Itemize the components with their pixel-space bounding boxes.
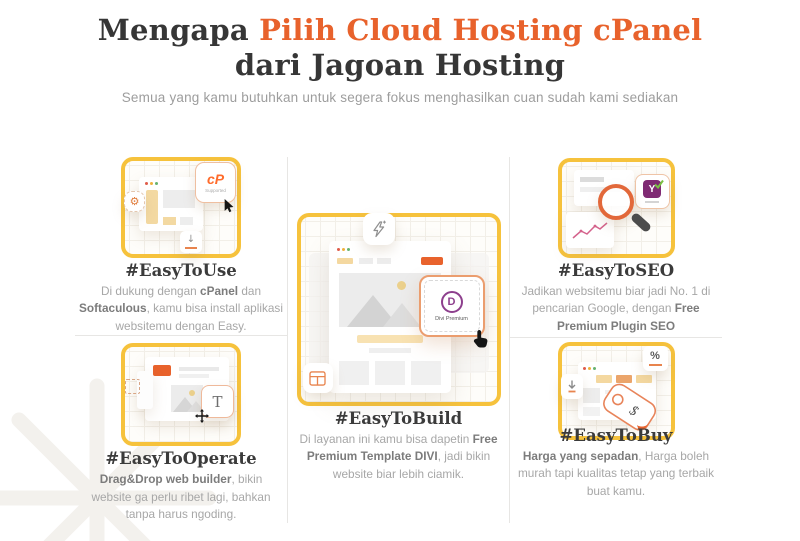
crop-icon [125, 379, 140, 395]
features-grid: ⚙ cP Supported ↓ #EasyToUse Di dukun [75, 157, 722, 523]
yoast-badge-label-bar [645, 201, 659, 203]
price-tag-icon: $ [602, 383, 656, 431]
sun-dot [396, 281, 406, 290]
gear-badge: ⚙ [124, 191, 145, 212]
percent-badge: % [642, 346, 668, 371]
card-title: #EasyToSEO [557, 261, 675, 280]
yoast-badge: Y [634, 174, 670, 209]
move-cursor-icon [195, 409, 209, 424]
content-block [163, 217, 176, 225]
easytoseo-illustration: Y [557, 158, 675, 258]
price-block [635, 375, 652, 383]
grid-block [410, 361, 441, 385]
browser-dots [336, 248, 350, 251]
left-column: ⚙ cP Supported ↓ #EasyToUse Di dukun [75, 157, 287, 523]
card-easytouse: ⚙ cP Supported ↓ #EasyToUse Di dukun [75, 157, 287, 337]
card-title: #EasyToBuild [334, 409, 463, 428]
text-line [579, 177, 604, 182]
sidebar-block [146, 190, 158, 224]
card-easytobuild: D Divi Premium #EasyToBuild Di layanan i… [288, 157, 509, 523]
percent-underline [648, 364, 662, 366]
headline-bar [356, 335, 423, 343]
grid-block [374, 361, 405, 385]
text-line [368, 348, 411, 353]
cursor-arrow-icon [224, 199, 234, 213]
card-title: #EasyToUse [125, 261, 237, 280]
divi-badge-label: Divi Premium [435, 315, 468, 322]
orange-button [153, 365, 171, 377]
card-description: Jadikan websitemu biar jadi No. 1 di pen… [521, 284, 711, 333]
download-underline [185, 247, 197, 249]
card-description: Di dukung dengan cPanel dan Softaculous,… [79, 284, 283, 333]
content-block [582, 388, 600, 403]
text-tool-badge: T [201, 385, 234, 419]
cpanel-badge-label: Supported [205, 188, 226, 193]
content-block [180, 217, 193, 225]
sun-dot [189, 390, 195, 397]
magnifier-handle [629, 211, 652, 234]
content-block [163, 190, 195, 208]
download-arrow-icon: ↓ [186, 234, 196, 245]
divi-logo: D [440, 290, 463, 313]
cta-block [420, 257, 443, 265]
card-description: Drag&Drop web builder, bikin website ga … [91, 472, 271, 522]
browser-mockup [139, 177, 203, 231]
text-tool-letter: T [212, 392, 223, 411]
divi-dashed-frame [423, 280, 480, 332]
text-line [179, 374, 209, 379]
browser-dots [582, 367, 596, 370]
card-title: #EasyToOperate [105, 449, 257, 469]
rank-chart-line [572, 222, 607, 239]
easytobuy-illustration: % $ [557, 342, 675, 440]
card-description: Harga yang sepadan, Harga boleh murah ta… [517, 449, 715, 498]
text-line [579, 187, 620, 192]
magnifier-lens [597, 184, 634, 220]
price-block [595, 375, 612, 383]
nav-block [376, 258, 391, 264]
table-icon [309, 370, 326, 386]
mountain-shape [382, 300, 421, 327]
image-placeholder [171, 385, 203, 413]
percent-icon: % [650, 350, 660, 362]
hand-cursor-icon [473, 330, 487, 348]
card-title: #EasyToBuy [559, 426, 673, 445]
right-column: Y #EasyToSEO Jadikan websitemu biar jadi… [510, 157, 722, 523]
grid-block [338, 361, 369, 385]
lightning-icon [372, 220, 386, 238]
cpanel-logo: cP [206, 171, 225, 187]
card-easytobuy: % $ [510, 338, 722, 523]
page-subtitle: Semua yang kamu butuhkan untuk segera fo… [121, 90, 679, 105]
gear-icon: ⚙ [129, 195, 140, 208]
easytooperate-illustration: T [121, 343, 241, 447]
yoast-check-icon [653, 179, 664, 189]
text-line [179, 367, 219, 372]
nav-block [358, 258, 373, 264]
cpanel-badge: cP Supported [195, 162, 236, 203]
card-description: Di layanan ini kamu bisa dapetin Free Pr… [299, 432, 498, 481]
content-block [582, 407, 600, 416]
card-easytooperate: T #EasyToOperate Drag&Drop web builder, … [75, 336, 287, 523]
side-panel [137, 371, 153, 410]
center-column: D Divi Premium #EasyToBuild Di layanan i… [287, 157, 510, 523]
yoast-logo: Y [643, 180, 661, 198]
card-easytoseo: Y #EasyToSEO Jadikan websitemu biar jadi… [510, 157, 722, 338]
nav-block [336, 258, 353, 264]
bolt-badge [362, 213, 395, 245]
browser-dots [145, 182, 158, 185]
easytouse-illustration: ⚙ cP Supported ↓ [121, 157, 241, 258]
chart-card [565, 212, 614, 248]
download-badge [560, 374, 583, 399]
download-arrow-icon [568, 380, 575, 393]
divi-badge: D Divi Premium [418, 275, 485, 337]
page-title-highlight: Pilih Cloud Hosting cPanel [259, 13, 703, 47]
easytobuild-illustration: D Divi Premium [296, 213, 501, 406]
download-badge: ↓ [180, 231, 202, 253]
mountain-shape [187, 398, 203, 413]
price-block [615, 375, 632, 383]
table-badge [302, 363, 333, 393]
